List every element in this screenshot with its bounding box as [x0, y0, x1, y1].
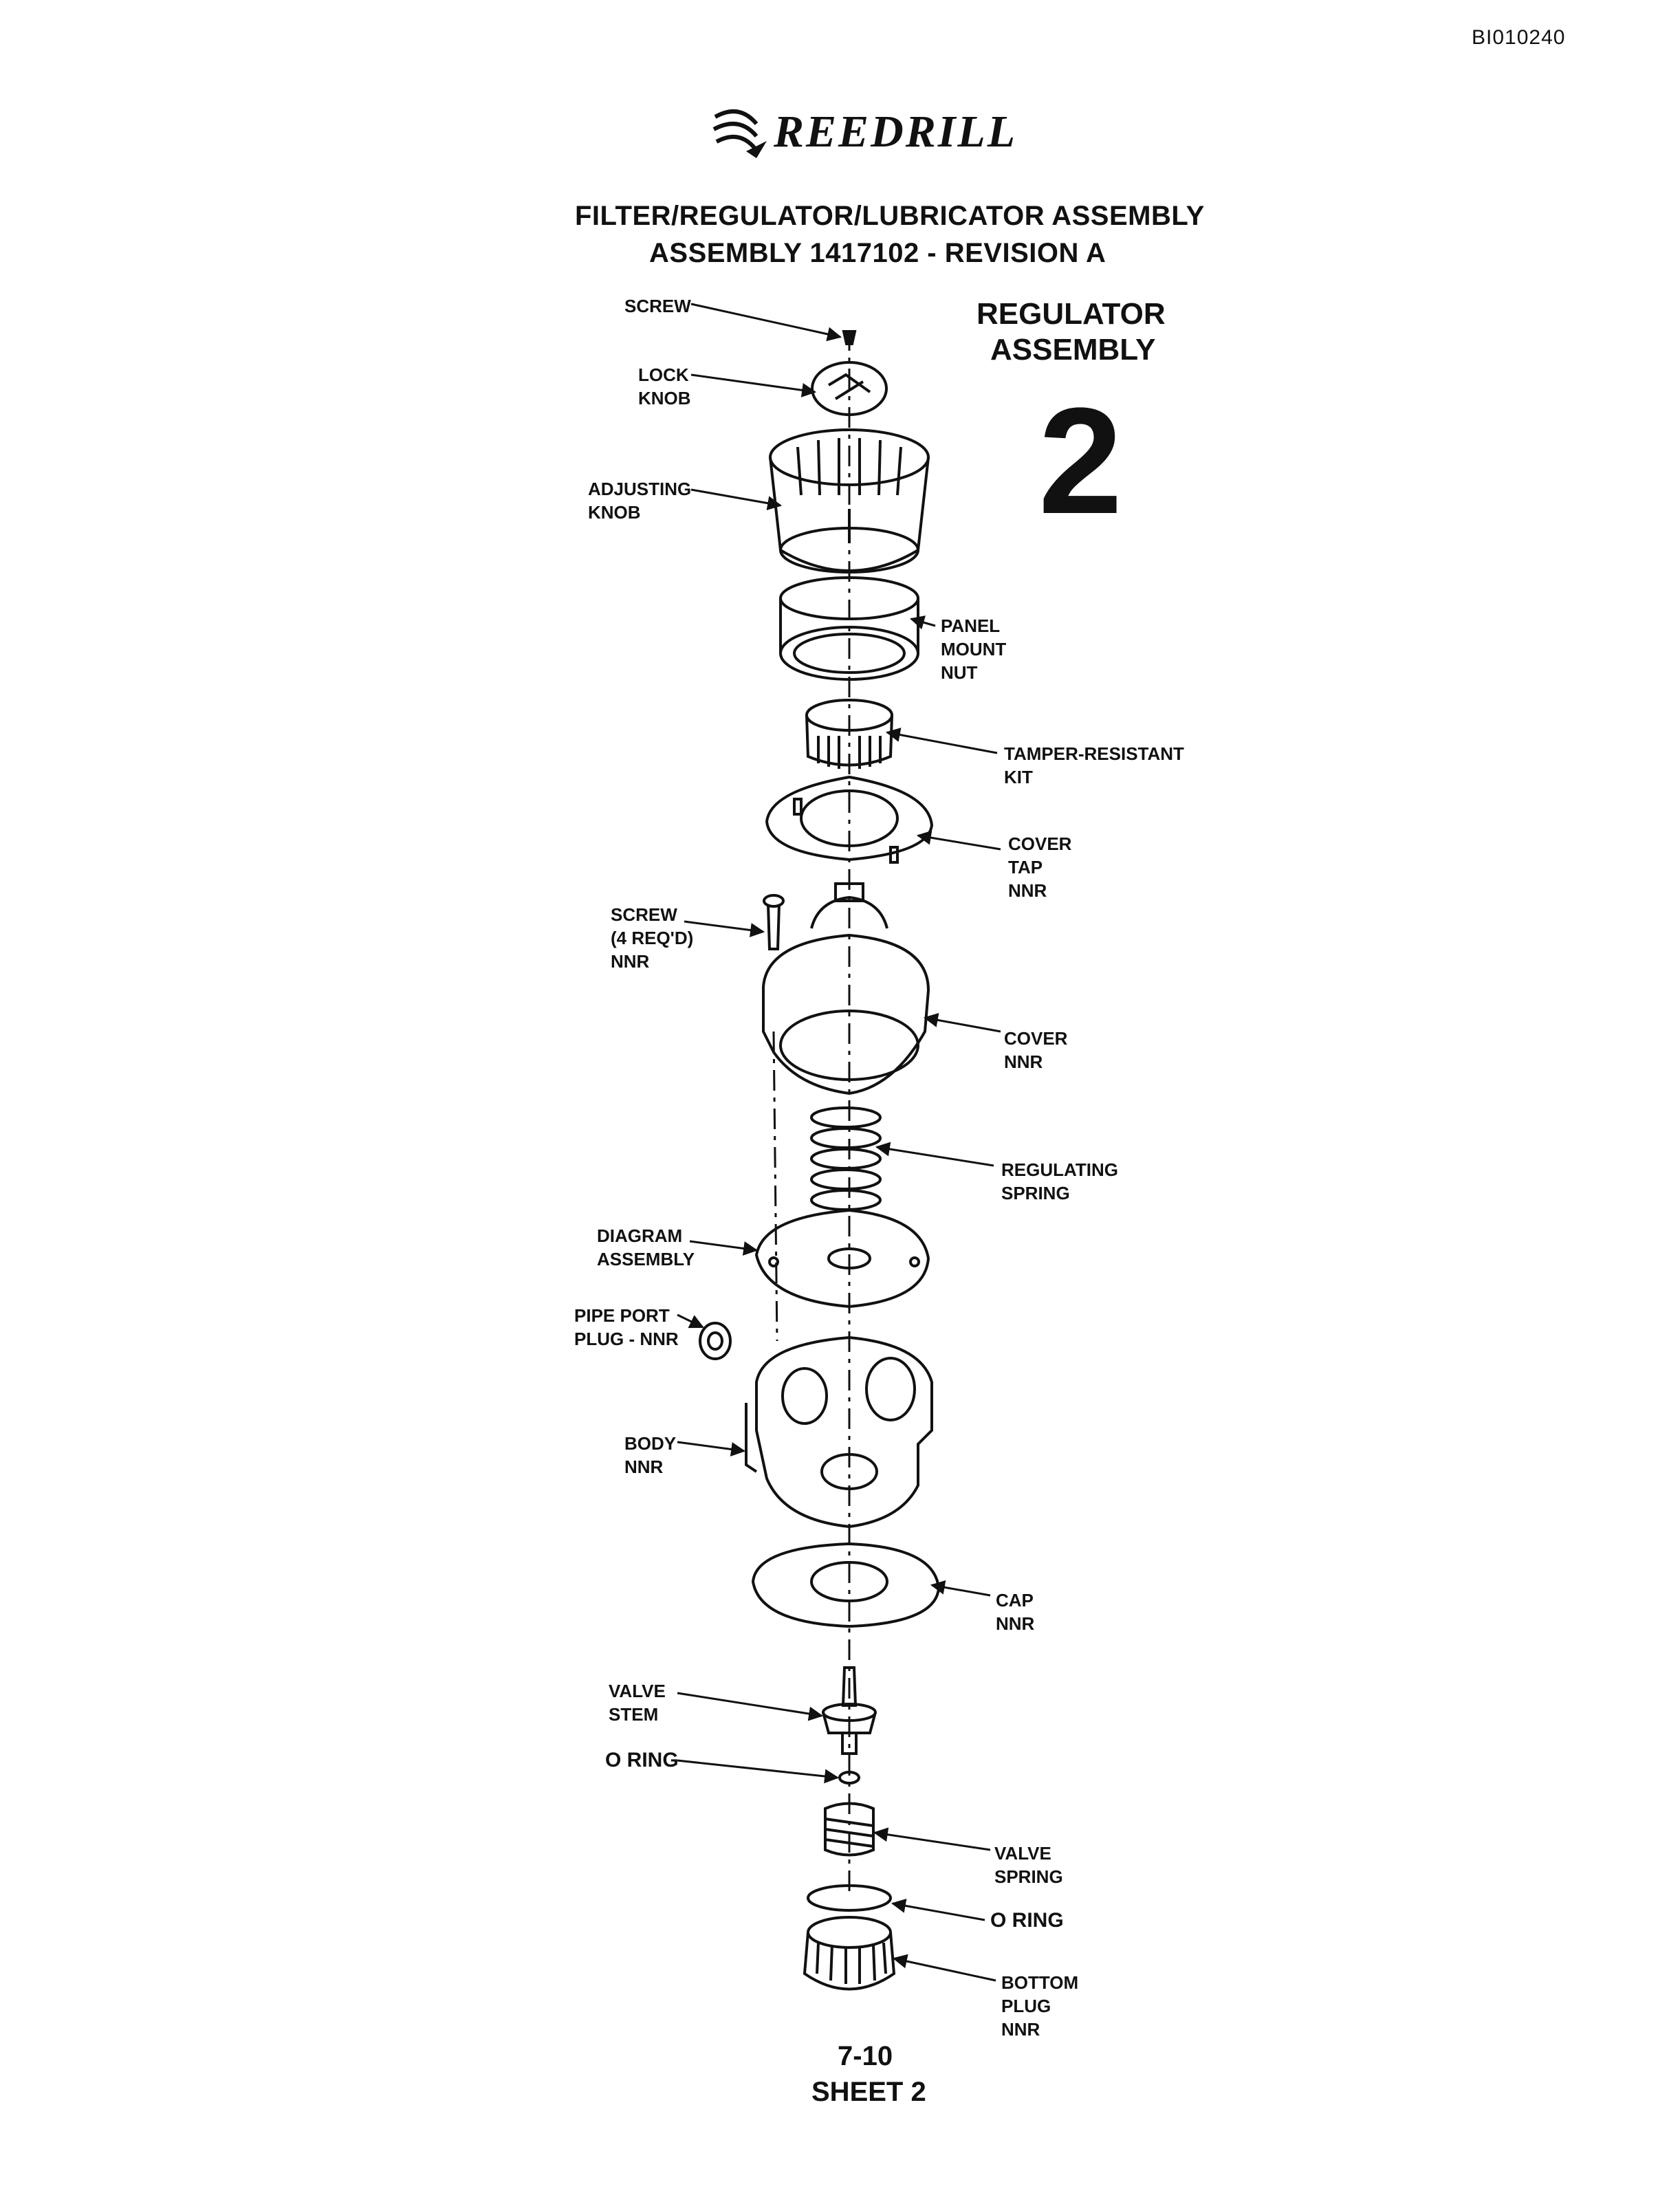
adjusting-knob-part [769, 428, 930, 574]
leader-cap [930, 1580, 991, 1597]
brand-name: REEDRILL [774, 107, 1018, 157]
regulating-spring-part [810, 1106, 882, 1211]
leader-cover-tap [916, 830, 1001, 851]
label-body: BODY NNR [624, 1433, 677, 1477]
leader-o-ring-2 [891, 1898, 985, 1921]
label-regulating-spring: REGULATING SPRING [1001, 1159, 1118, 1203]
cover-part [762, 882, 930, 1095]
cover-tap-part [765, 775, 934, 864]
cap-part [751, 1542, 941, 1628]
label-cap: CAP NNR [996, 1590, 1035, 1634]
pipe-port-plug-part [699, 1322, 732, 1360]
panel-mount-nut-part [779, 576, 919, 681]
label-tamper-resistant-kit: TAMPER-RESISTANT KIT [1004, 743, 1184, 787]
label-cover: COVER NNR [1004, 1028, 1068, 1072]
leader-panel-mount-nut [909, 615, 936, 630]
leader-body [677, 1441, 746, 1456]
leader-diagram-assembly [689, 1240, 759, 1256]
leader-screw-4 [684, 920, 765, 937]
section-title-line2: ASSEMBLY [990, 333, 1156, 367]
leader-o-ring-1 [677, 1759, 840, 1784]
page-number: 7-10 [838, 2041, 893, 2071]
brand-logo: REEDRILL [708, 103, 1066, 158]
label-valve-stem: VALVE STEM [609, 1681, 666, 1725]
tamper-resistant-kit-part [805, 699, 893, 769]
leader-valve-stem [677, 1692, 824, 1721]
leader-pipe-port-plug [677, 1313, 704, 1329]
page-title-line1: FILTER/REGULATOR/LUBRICATOR ASSEMBLY [575, 201, 1205, 231]
leader-cover [923, 1013, 1001, 1033]
diagram-assembly-part [754, 1208, 930, 1309]
screw-axis-line [772, 1031, 778, 1342]
label-o-ring-1: O RING [605, 1749, 679, 1771]
section-title-line1: REGULATOR [977, 297, 1166, 331]
leader-lines [677, 303, 1001, 1982]
label-panel-mount-nut: PANEL MOUNT NUT [941, 615, 1007, 683]
screw-4-part [763, 894, 785, 950]
label-screw-4: SCREW (4 REQ'D) NNR [611, 904, 694, 972]
leader-regulating-spring [875, 1142, 994, 1167]
label-o-ring-2: O RING [990, 1909, 1064, 1932]
leader-adjusting-knob [690, 488, 783, 511]
body-part [745, 1335, 933, 1529]
valve-spring-part [824, 1802, 875, 1857]
o-ring-1-part [838, 1771, 860, 1785]
page-title-line2: ASSEMBLY 1417102 - REVISION A [649, 238, 1106, 268]
label-diagram-assembly: DIAGRAM ASSEMBLY [597, 1225, 695, 1269]
label-cover-tap: COVER TAP NNR [1008, 833, 1072, 901]
leader-screw [690, 303, 842, 342]
leader-bottom-plug [892, 1954, 996, 1982]
label-lock-knob: LOCK KNOB [638, 364, 691, 408]
label-adjusting-knob: ADJUSTING KNOB [588, 479, 692, 523]
label-bottom-plug: BOTTOM PLUG NNR [1001, 1972, 1079, 2040]
sheet-number: SHEET 2 [811, 2077, 926, 2107]
leader-lock-knob [690, 373, 817, 397]
label-screw: SCREW [624, 296, 691, 316]
section-number: 2 [1038, 376, 1123, 545]
document-id: BI010240 [1472, 26, 1566, 49]
screw-part [842, 330, 857, 345]
label-pipe-port-plug: PIPE PORT PLUG - NNR [574, 1305, 679, 1349]
drill-logo-icon [712, 109, 767, 158]
label-valve-spring: VALVE SPRING [994, 1843, 1063, 1887]
o-ring-2-part [807, 1884, 892, 1912]
leader-valve-spring [873, 1827, 991, 1851]
leader-tamper-kit [885, 728, 998, 754]
bottom-plug-part [803, 1916, 896, 1991]
